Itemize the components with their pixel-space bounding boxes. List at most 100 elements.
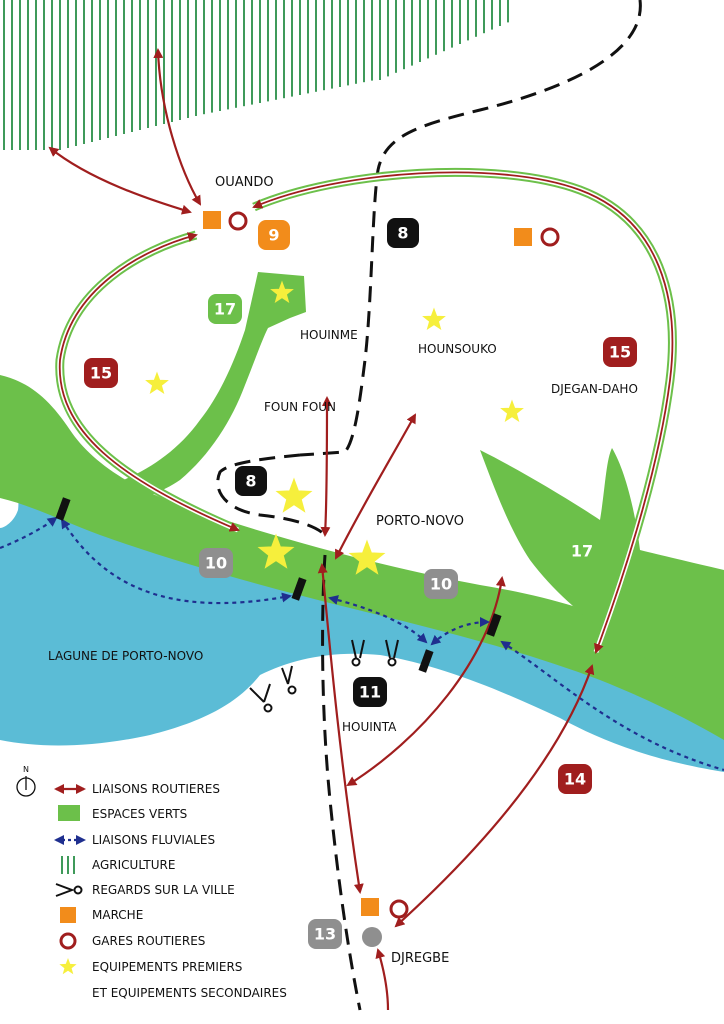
- market-icon: [361, 898, 379, 916]
- badges: 9 8 17 15 15 8 10 17: [84, 218, 637, 949]
- label-houinta: HOUINTA: [342, 720, 397, 734]
- boundary-line-north: [299, 0, 642, 457]
- label-hounsouko: HOUNSOUKO: [418, 342, 497, 356]
- svg-text:15: 15: [90, 364, 112, 383]
- svg-text:REGARDS SUR LA VILLE: REGARDS SUR LA VILLE: [92, 883, 235, 897]
- star-icon: [59, 958, 77, 975]
- jetty-west: [55, 497, 71, 521]
- badge-8-mid: 8: [235, 466, 267, 496]
- star-icon: [270, 280, 294, 304]
- svg-text:MARCHE: MARCHE: [92, 908, 143, 922]
- star-icon: [500, 399, 524, 423]
- star-icon: [422, 307, 446, 331]
- badge-13: 13: [308, 919, 342, 949]
- legend-item-bus-stations: GARES ROUTIERES: [59, 932, 205, 950]
- legend: LIAISONS ROUTIERES ESPACES VERTS LIAISON…: [54, 782, 287, 1000]
- badge-15-left: 15: [84, 358, 118, 388]
- viewpoint-icon: [249, 683, 273, 713]
- label-lagune: LAGUNE DE PORTO-NOVO: [48, 649, 203, 663]
- station-icon: [228, 211, 248, 231]
- svg-text:13: 13: [314, 925, 336, 944]
- viewpoint-icon: [385, 639, 399, 667]
- ring-road: [55, 167, 677, 654]
- road-link-djregbe-south: [375, 948, 390, 1011]
- svg-text:GARES ROUTIERES: GARES ROUTIERES: [92, 934, 205, 948]
- star-icon: [348, 539, 386, 575]
- label-porto-novo: PORTO-NOVO: [376, 514, 464, 529]
- label-houinme: HOUINME: [300, 328, 358, 342]
- badge-9: 9: [258, 220, 290, 250]
- jetty-east-a: [418, 649, 434, 673]
- svg-text:N: N: [23, 765, 29, 774]
- station-icon: [389, 899, 409, 919]
- road-link-djregbe-east: [394, 664, 595, 928]
- road-link-ouando-north: [153, 48, 202, 206]
- label-ouando: OUANDO: [215, 175, 274, 190]
- svg-text:11: 11: [359, 683, 381, 702]
- badge-10-right: 10: [424, 569, 458, 599]
- star-icon: [275, 477, 313, 513]
- svg-text:17: 17: [571, 542, 593, 561]
- svg-text:LIAISONS FLUVIALES: LIAISONS FLUVIALES: [92, 833, 215, 847]
- legend-item-city-views: REGARDS SUR LA VILLE: [55, 883, 235, 897]
- svg-text:15: 15: [609, 343, 631, 362]
- badge-17-right: 17: [565, 536, 599, 566]
- road-link-ouando-west: [48, 146, 192, 215]
- facilities: [145, 280, 524, 575]
- svg-text:9: 9: [268, 226, 279, 245]
- badge-14: 14: [558, 764, 592, 794]
- river-links: [0, 516, 724, 772]
- badge-10-left: 10: [199, 548, 233, 578]
- svg-text:AGRICULTURE: AGRICULTURE: [92, 858, 175, 872]
- badge-11: 11: [353, 677, 387, 707]
- jetty-central: [291, 577, 307, 601]
- legend-item-agriculture: AGRICULTURE: [61, 856, 175, 874]
- star-icon: [145, 371, 169, 395]
- jetty-east-b: [486, 613, 502, 637]
- badge-17-left: 17: [208, 294, 242, 324]
- label-djregbe: DJREGBE: [391, 951, 449, 966]
- svg-text:8: 8: [245, 472, 256, 491]
- jetties: [55, 497, 502, 673]
- svg-text:8: 8: [397, 224, 408, 243]
- river-link-west: [0, 516, 58, 550]
- svg-text:10: 10: [430, 575, 452, 594]
- legend-item-river-links: LIAISONS FLUVIALES: [54, 833, 215, 847]
- svg-text:LIAISONS ROUTIERES: LIAISONS ROUTIERES: [92, 782, 220, 796]
- place-labels: OUANDO HOUINME HOUNSOUKO DJEGAN-DAHO FOU…: [48, 175, 638, 966]
- city-views: [249, 639, 399, 713]
- label-djegan-daho: DJEGAN-DAHO: [551, 382, 638, 396]
- viewpoint-icon: [281, 665, 297, 695]
- river-link-east-b: [430, 617, 490, 646]
- viewpoint-icon: [351, 639, 365, 667]
- badge-15-right: 15: [603, 337, 637, 367]
- agriculture-area: [3, 0, 509, 150]
- road-link-foun-foun: [320, 396, 332, 537]
- svg-text:10: 10: [205, 554, 227, 573]
- legend-item-green-spaces: ESPACES VERTS: [58, 805, 187, 821]
- star-icon: [257, 533, 295, 569]
- legend-item-market: MARCHE: [60, 907, 143, 923]
- svg-text:14: 14: [564, 770, 586, 789]
- north-arrow: N: [16, 765, 36, 797]
- svg-text:ET EQUIPEMENTS SECONDAIRES: ET EQUIPEMENTS SECONDAIRES: [92, 986, 287, 1000]
- road-link-djregbe-center: [317, 563, 364, 894]
- legend-item-road-links: LIAISONS ROUTIERES: [54, 782, 220, 796]
- river-link-east-c: [500, 640, 724, 772]
- road-links: [48, 48, 595, 1011]
- svg-text:EQUIPEMENTS PREMIERS: EQUIPEMENTS PREMIERS: [92, 960, 242, 974]
- road-link-hounsouko: [335, 413, 416, 560]
- svg-text:ESPACES VERTS: ESPACES VERTS: [92, 807, 187, 821]
- legend-item-facilities: EQUIPEMENTS PREMIERS ET EQUIPEMENTS SECO…: [59, 958, 287, 1000]
- river-link-central: [60, 518, 292, 605]
- label-foun-foun: FOUN FOUN: [264, 400, 336, 414]
- river-link-east-a: [328, 595, 428, 644]
- green-finger-houinme: [100, 272, 306, 502]
- station-icon: [540, 227, 560, 247]
- markets-stations: [203, 211, 560, 947]
- market-icon: [514, 228, 532, 246]
- market-icon: [203, 211, 221, 229]
- svg-text:17: 17: [214, 300, 236, 319]
- badge-8-top: 8: [387, 218, 419, 248]
